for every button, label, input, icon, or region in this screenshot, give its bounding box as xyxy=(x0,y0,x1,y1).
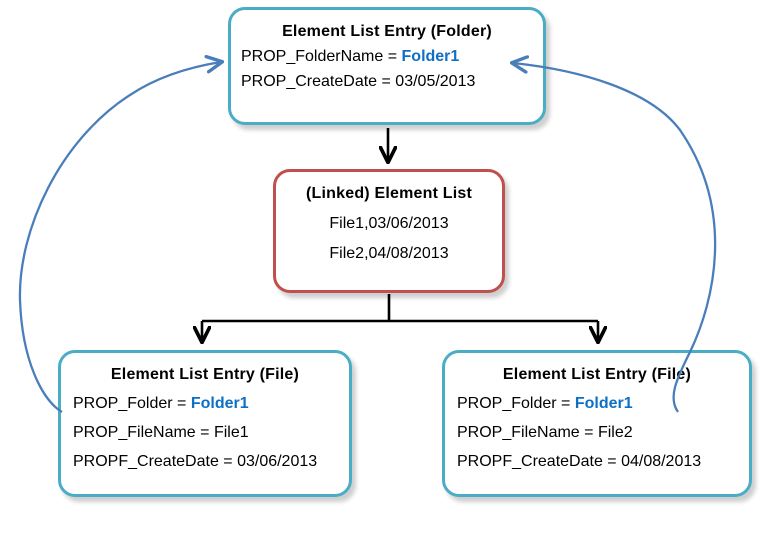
folder-name-line: PROP_FolderName = Folder1 xyxy=(231,48,543,66)
linked-element-list-title: (Linked) Element List xyxy=(306,185,472,202)
file2-name-line: PROP_FileName = File2 xyxy=(457,424,633,441)
list-row-file1: File1,03/06/2013 xyxy=(329,215,449,232)
list-row-file2: File2,04/08/2013 xyxy=(329,245,449,262)
folder-create-date-line: PROP_CreateDate = 03/05/2013 xyxy=(241,73,476,90)
file2-entry-title: Element List Entry (File) xyxy=(502,366,692,383)
folder-name-value: Folder1 xyxy=(401,48,460,65)
file1-entry-node: Element List Entry (File) PROP_Folder = … xyxy=(58,350,352,497)
file1-create-date-line: PROPF_CreateDate = 03/06/2013 xyxy=(73,453,318,470)
file2-entry-node: Element List Entry (File) PROP_Folder = … xyxy=(442,350,752,497)
file2-folder-value: Folder1 xyxy=(574,395,633,412)
folder-entry-title: Element List Entry (Folder) xyxy=(282,23,492,40)
file1-entry-title: Element List Entry (File) xyxy=(110,366,300,383)
file1-name-line: PROP_FileName = File1 xyxy=(73,424,249,441)
folder-entry-node: Element List Entry (Folder) PROP_FolderN… xyxy=(228,7,546,125)
file1-folder-line: PROP_Folder = Folder1 xyxy=(61,395,349,413)
file2-folder-line: PROP_Folder = Folder1 xyxy=(445,395,749,413)
connector-tree-trunk xyxy=(202,294,598,323)
linked-element-list-node: (Linked) Element List File1,03/06/2013 F… xyxy=(273,169,505,293)
file1-folder-label: PROP_Folder = xyxy=(73,395,191,412)
file1-folder-value: Folder1 xyxy=(190,395,249,412)
folder-name-label: PROP_FolderName = xyxy=(241,48,402,65)
file2-create-date-line: PROPF_CreateDate = 04/08/2013 xyxy=(457,453,702,470)
file2-folder-label: PROP_Folder = xyxy=(457,395,575,412)
